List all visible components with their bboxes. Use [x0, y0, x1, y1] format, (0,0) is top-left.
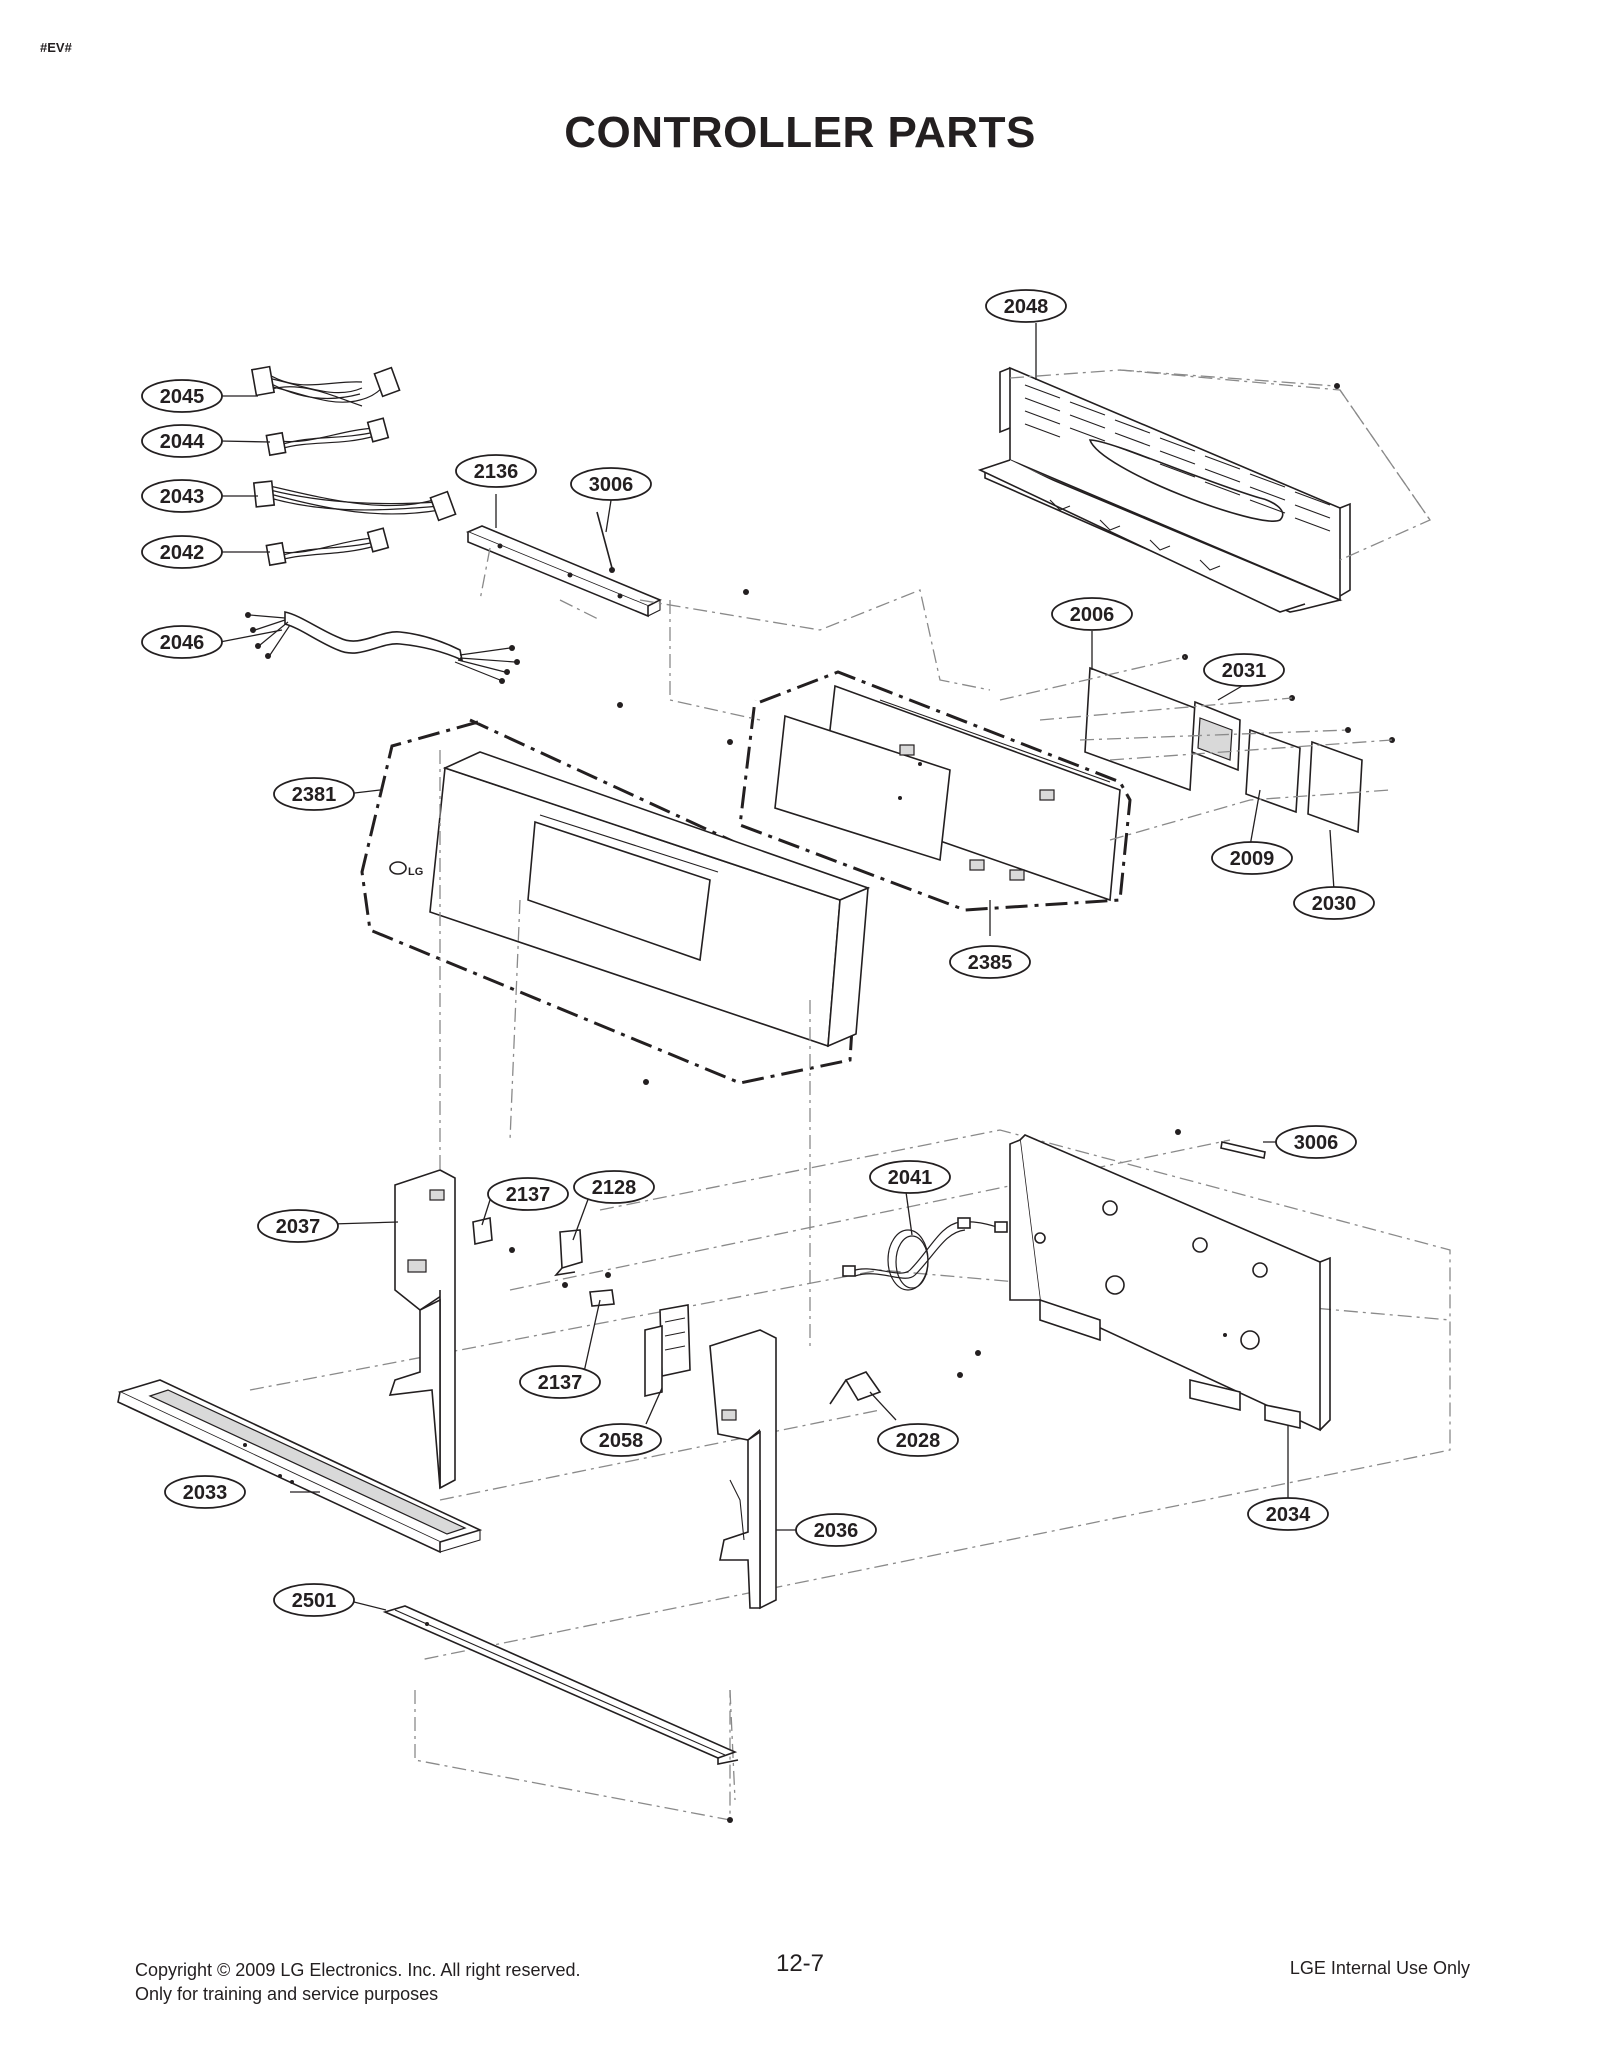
svg-text:2034: 2034	[1266, 1504, 1311, 1526]
callout-2041: 2041	[869, 1160, 951, 1194]
side-bracket-2037	[388, 1169, 456, 1490]
callout-2058: 2058	[580, 1423, 662, 1457]
callout-2036: 2036	[795, 1513, 877, 1547]
svg-text:2045: 2045	[160, 386, 205, 408]
svg-text:2501: 2501	[292, 1590, 337, 1612]
svg-text:3006: 3006	[1294, 1132, 1339, 1154]
brand-logo: LG	[408, 866, 423, 878]
callout-2042: 2042	[141, 535, 223, 569]
svg-text:2058: 2058	[599, 1430, 644, 1452]
callout-2128: 2128	[573, 1170, 655, 1204]
callout-2385: 2385	[949, 945, 1031, 979]
callout-2501: 2501	[273, 1583, 355, 1617]
svg-text:2044: 2044	[160, 431, 205, 453]
copyright-text: Copyright © 2009 LG Electronics. Inc. Al…	[135, 1960, 581, 1980]
callout-2044: 2044	[141, 424, 223, 458]
svg-text:2385: 2385	[968, 952, 1013, 974]
svg-text:2031: 2031	[1222, 660, 1267, 682]
control-housing-2385	[738, 670, 1132, 912]
callout-2048: 2048	[985, 289, 1067, 323]
callout-2030: 2030	[1293, 886, 1375, 920]
callout-3006-lower: 3006	[1275, 1125, 1357, 1159]
screw-3006-lower	[1220, 1141, 1266, 1159]
trim-strip-2501	[382, 1605, 739, 1823]
screw-3006-upper	[596, 511, 615, 573]
internal-use-notice: LGE Internal Use Only	[1289, 1958, 1470, 1978]
board-2030	[1307, 737, 1395, 834]
callout-2034: 2034	[1247, 1497, 1329, 1531]
callout-2045: 2045	[141, 379, 223, 413]
svg-text:3006: 3006	[589, 474, 634, 496]
callout-2006: 2006	[1051, 597, 1133, 631]
svg-text:2137: 2137	[538, 1372, 583, 1394]
bracket-2136	[465, 525, 662, 618]
svg-text:2048: 2048	[1004, 296, 1049, 318]
control-panel-2381: LG	[360, 702, 871, 1085]
bracket-2128	[553, 1229, 583, 1277]
svg-text:2381: 2381	[292, 784, 337, 806]
callout-2009: 2009	[1211, 841, 1293, 875]
harness-2046	[245, 611, 520, 684]
purpose-text: Only for training and service purposes	[135, 1984, 439, 2004]
svg-text:2028: 2028	[896, 1430, 941, 1452]
footer-legal: Copyright © 2009 LG Electronics. Inc. Al…	[135, 1958, 580, 2006]
clip-2137-upper	[472, 1217, 515, 1253]
callout-2037: 2037	[257, 1209, 339, 1243]
harness-2044	[265, 417, 390, 457]
callout-2137-lower: 2137	[519, 1365, 601, 1399]
harness-2042	[265, 527, 390, 567]
callout-2031: 2031	[1203, 653, 1285, 687]
page-number: 12-7	[775, 1950, 825, 1977]
callout-3006-upper: 3006	[570, 467, 652, 501]
trim-strip-2033	[117, 1379, 483, 1554]
callout-2046: 2046	[141, 625, 223, 659]
svg-text:2036: 2036	[814, 1520, 859, 1542]
callout-2137-upper: 2137	[487, 1177, 569, 1211]
svg-text:2042: 2042	[160, 542, 205, 564]
svg-text:2137: 2137	[506, 1184, 551, 1206]
svg-text:2009: 2009	[1230, 848, 1275, 870]
clip-2137-lower	[562, 1272, 615, 1307]
harness-2043	[252, 480, 457, 522]
page-title: CONTROLLER PARTS	[564, 108, 1036, 157]
callout-2043: 2043	[141, 479, 223, 513]
svg-text:2041: 2041	[888, 1167, 933, 1189]
document-tag: #EV#	[40, 40, 72, 55]
svg-text:2136: 2136	[474, 461, 519, 483]
svg-text:2043: 2043	[160, 486, 205, 508]
frame-2034	[1009, 1129, 1331, 1432]
bracket-2028	[829, 1350, 981, 1405]
callout-2028: 2028	[877, 1423, 959, 1457]
callout-2136: 2136	[455, 454, 537, 488]
svg-text:2030: 2030	[1312, 893, 1357, 915]
terminal-block-2058	[644, 1304, 691, 1398]
callout-2381: 2381	[273, 777, 355, 811]
side-bracket-2036	[709, 1329, 777, 1610]
callout-2033: 2033	[164, 1475, 246, 1509]
rear-vent-panel-2048	[977, 366, 1351, 613]
pcb-2006	[1084, 654, 1196, 792]
screw-icon	[743, 589, 749, 595]
svg-text:2006: 2006	[1070, 604, 1115, 626]
harness-2041	[842, 1217, 1008, 1291]
svg-text:2037: 2037	[276, 1216, 321, 1238]
svg-text:2033: 2033	[183, 1482, 228, 1504]
svg-text:2046: 2046	[160, 632, 205, 654]
harness-2045	[250, 365, 401, 407]
svg-text:2128: 2128	[592, 1177, 637, 1199]
